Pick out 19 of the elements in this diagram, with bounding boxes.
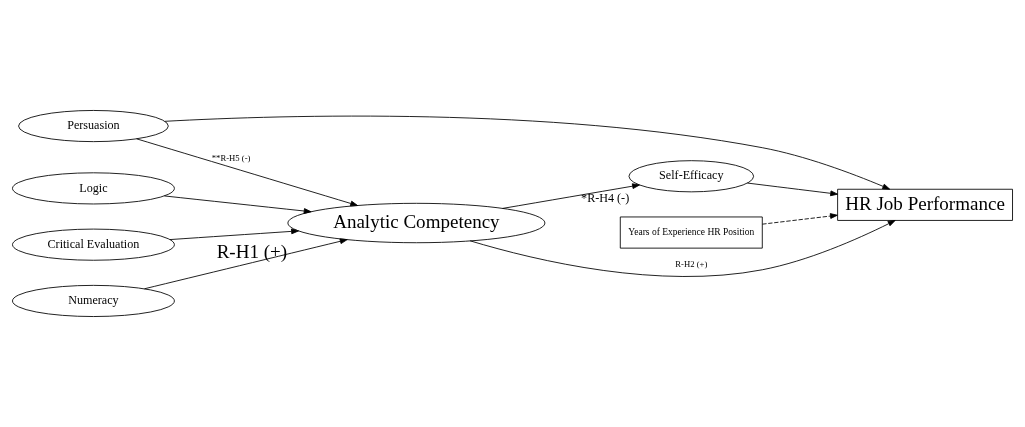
arrow [169, 228, 299, 240]
node-box: Years of Experience HR Position [619, 216, 763, 249]
node-ellipse: Critical Evaluation [12, 228, 175, 261]
arrow [164, 115, 891, 190]
arrow [469, 220, 896, 277]
node-label: R-H1 (+) [216, 240, 288, 262]
node-ellipse: Logic [12, 172, 175, 205]
arrow [502, 183, 640, 209]
arrow [761, 213, 838, 225]
arrow [144, 238, 348, 290]
node-ellipse: Persuasion [18, 110, 169, 143]
arrow [747, 182, 839, 197]
node-box: HR Job Performance [837, 188, 1013, 221]
node-label: *R-H4 (-) [581, 190, 630, 205]
edge-label: R-H2 (+) [675, 259, 708, 270]
edge-label: **R-H5 (-) [211, 152, 251, 163]
arrow [136, 138, 359, 207]
arrow [163, 195, 312, 214]
node-ellipse: Numeracy [12, 284, 175, 317]
